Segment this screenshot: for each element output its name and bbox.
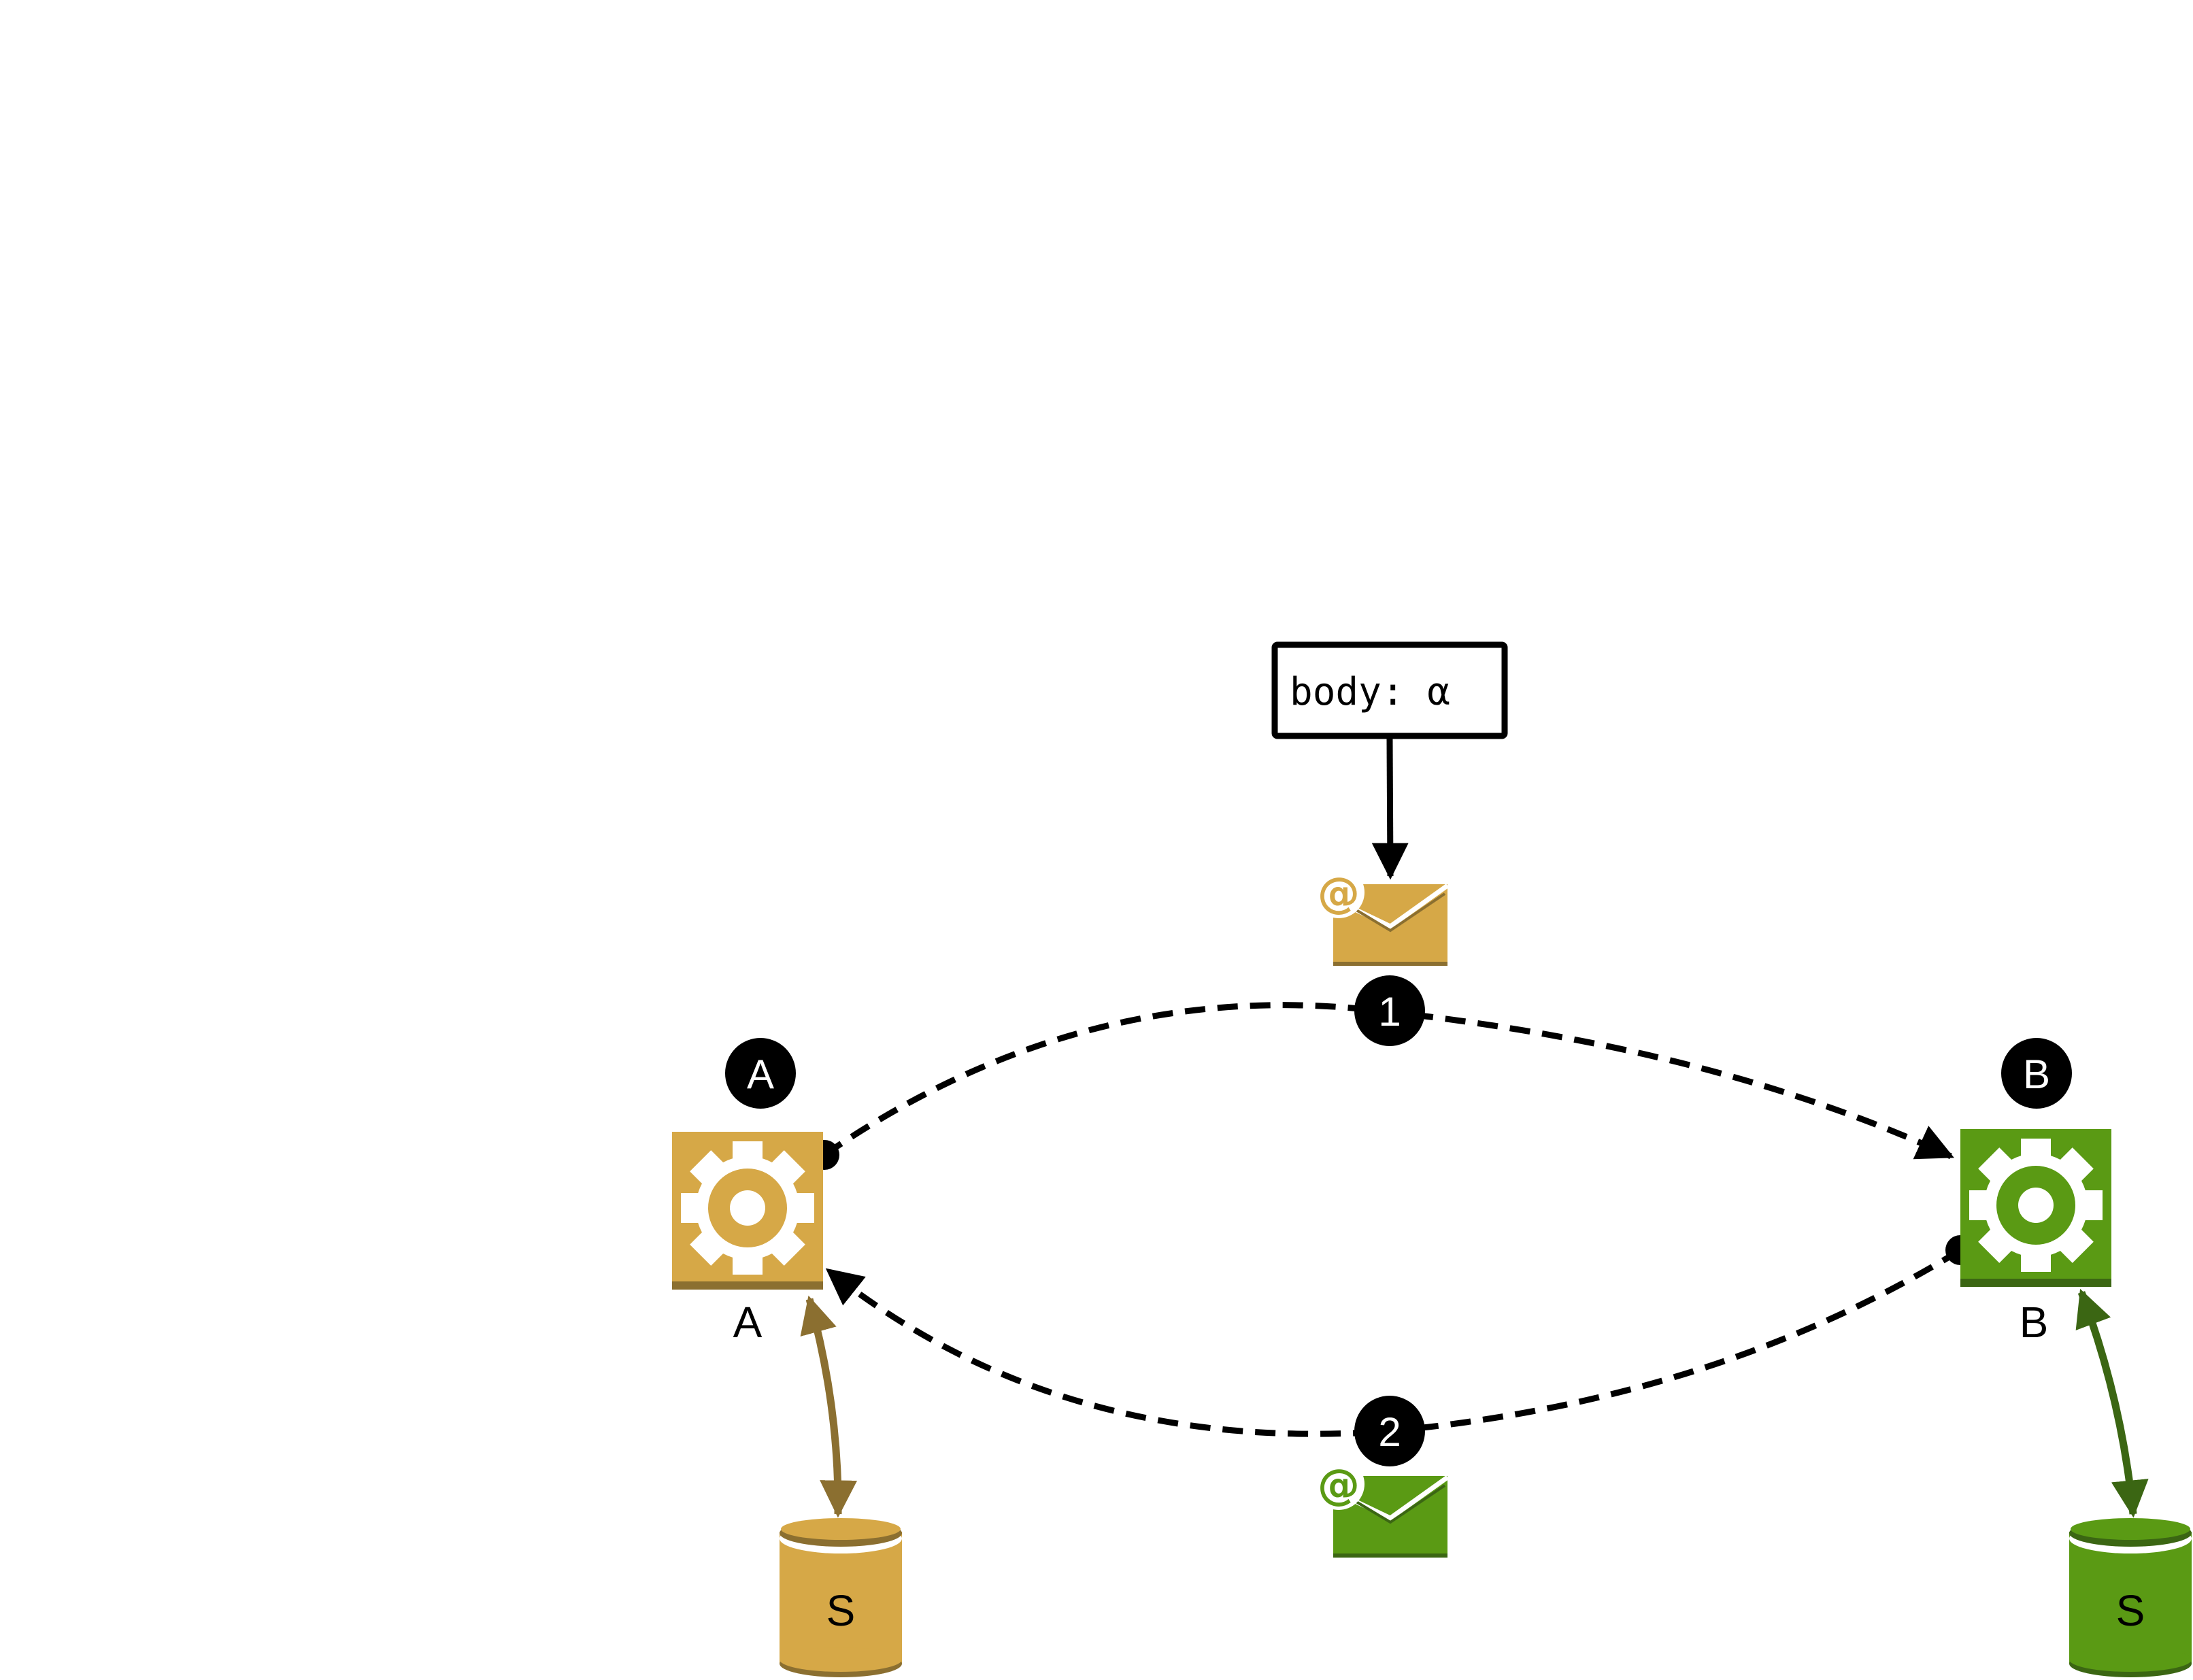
- svg-text:@: @: [1318, 868, 1360, 918]
- service-a-label: A: [733, 1298, 763, 1347]
- service-b: B B: [1960, 1038, 2111, 1347]
- svg-text:1: 1: [1378, 989, 1401, 1035]
- service-b-badge: B: [2001, 1038, 2072, 1109]
- svg-text:B: B: [2023, 1052, 2050, 1097]
- gear-icon: [1960, 1129, 2111, 1287]
- store-b-label: S: [2116, 1586, 2145, 1635]
- store-b-edge: [2075, 1288, 2149, 1518]
- svg-text:@: @: [1318, 1460, 1360, 1509]
- message-2: @: [1313, 1458, 1450, 1558]
- service-b-label: B: [2020, 1298, 2049, 1347]
- gear-icon: [672, 1132, 823, 1290]
- svg-text:2: 2: [1378, 1409, 1401, 1455]
- store-a-label: S: [826, 1586, 856, 1635]
- note-text: body: α: [1290, 670, 1450, 714]
- store-b: S: [2069, 1518, 2192, 1677]
- service-a-badge: A: [725, 1038, 796, 1109]
- note-box: body: α: [1271, 641, 1508, 739]
- database-icon: [2069, 1518, 2192, 1677]
- svg-text:A: A: [747, 1052, 774, 1097]
- email-icon: @: [1313, 867, 1450, 966]
- store-a-edge: [800, 1295, 858, 1518]
- step-1-badge: 1: [1354, 975, 1425, 1046]
- step-2-badge: 2: [1354, 1396, 1425, 1466]
- email-icon: @: [1313, 1458, 1450, 1558]
- message-1: @: [1313, 867, 1450, 966]
- store-a: S: [780, 1518, 902, 1677]
- database-icon: [780, 1518, 902, 1677]
- service-a: A A: [672, 1038, 823, 1347]
